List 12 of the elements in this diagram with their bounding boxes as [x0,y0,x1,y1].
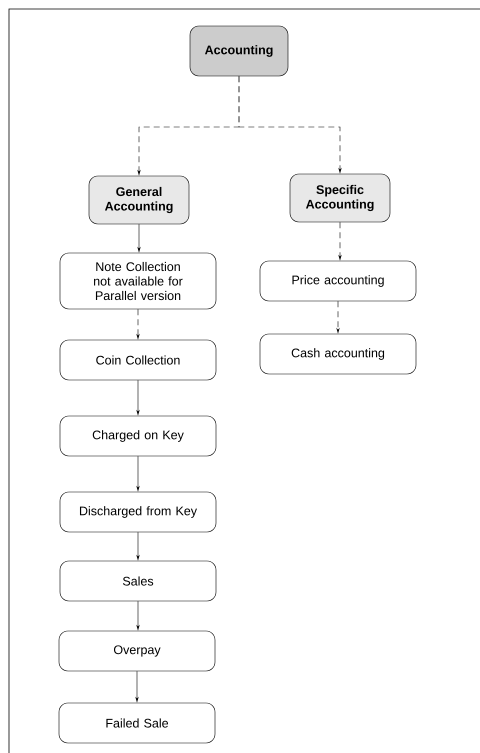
process-box: Overpay [58,630,216,672]
process-box: Note Collection not available for Parallel version [60,252,216,310]
category-box: General Accounting [88,176,190,224]
process-box: Cash accounting [260,334,416,374]
process-box: Coin Collection [60,340,216,380]
process-box: Sales [60,560,216,602]
process-box: Failed Sale [58,702,216,744]
category-box: Accounting [190,26,288,76]
process-box: Charged on Key [60,416,216,456]
process-box: Price accounting [260,260,416,302]
process-box: Discharged from Key [60,492,216,532]
category-box: Specific Accounting [290,174,390,222]
